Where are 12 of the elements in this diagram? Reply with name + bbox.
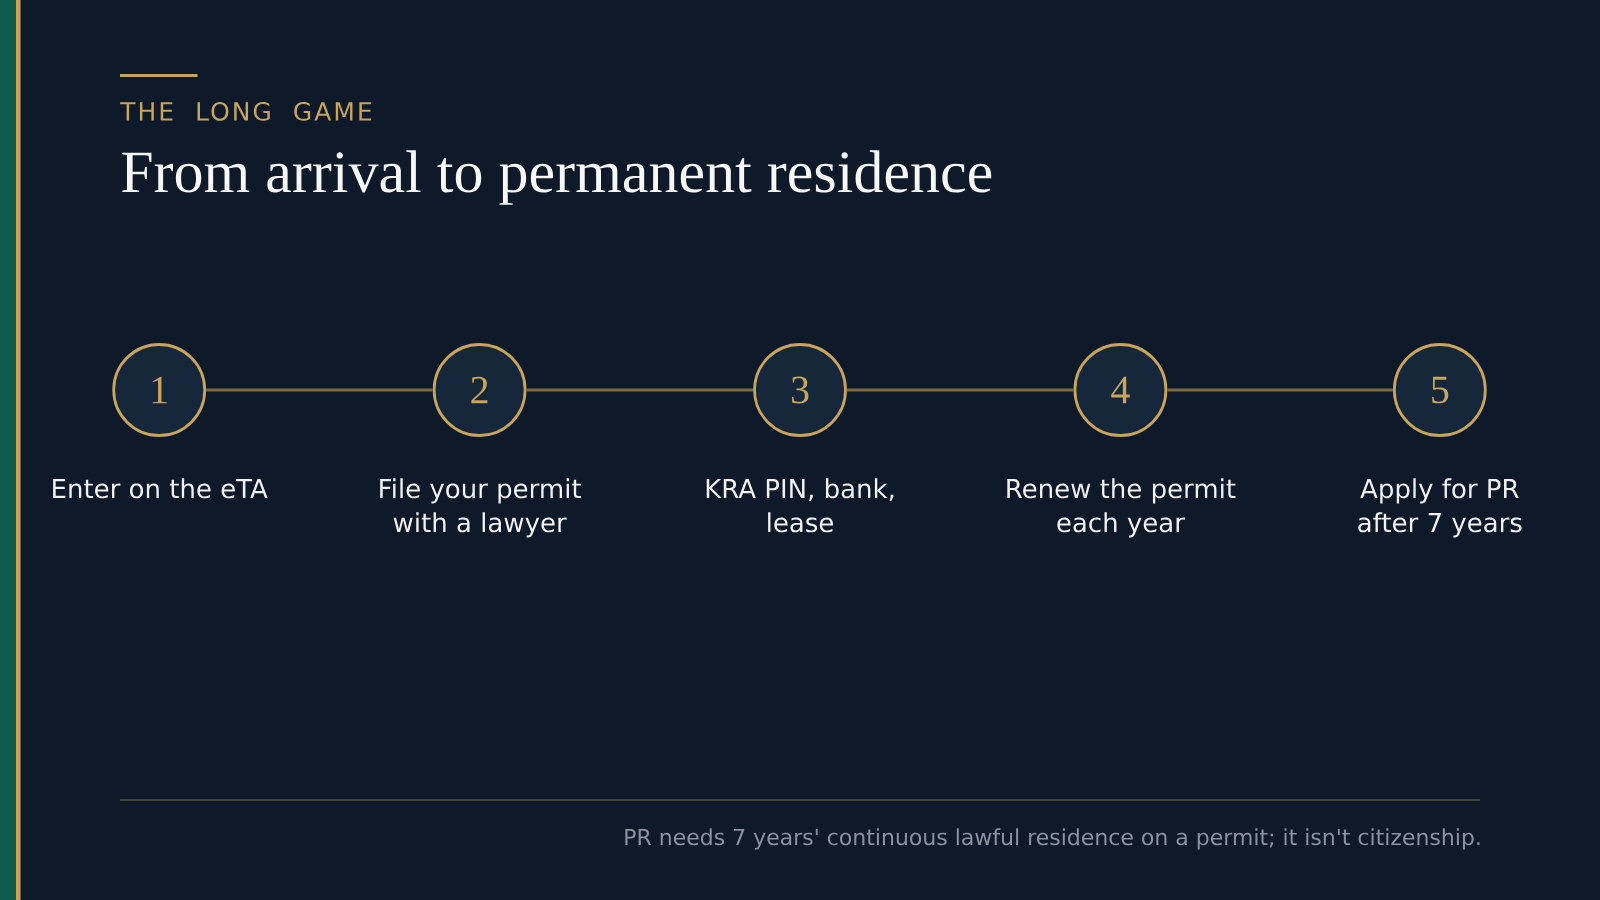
step-label: Enter on the eTA [53,478,268,499]
connector-line [526,388,754,392]
connector-line [846,388,1074,392]
kicker-text: THE LONG GAME [120,101,372,121]
connector-line [1167,388,1393,392]
footnote: PR needs 7 years' continuous lawful residence on a permit; it isn't citizenship. [625,828,1480,850]
step-label: Apply for PR after 7 years [1358,478,1522,538]
step-label: KRA PIN, bank, lease [706,478,894,533]
connector-line [206,388,433,392]
slide-title: From arrival to permanent residence [121,150,992,205]
step-label: Renew the permit each year [1007,478,1236,538]
step-label: File your permit with a lawyer [380,478,581,538]
